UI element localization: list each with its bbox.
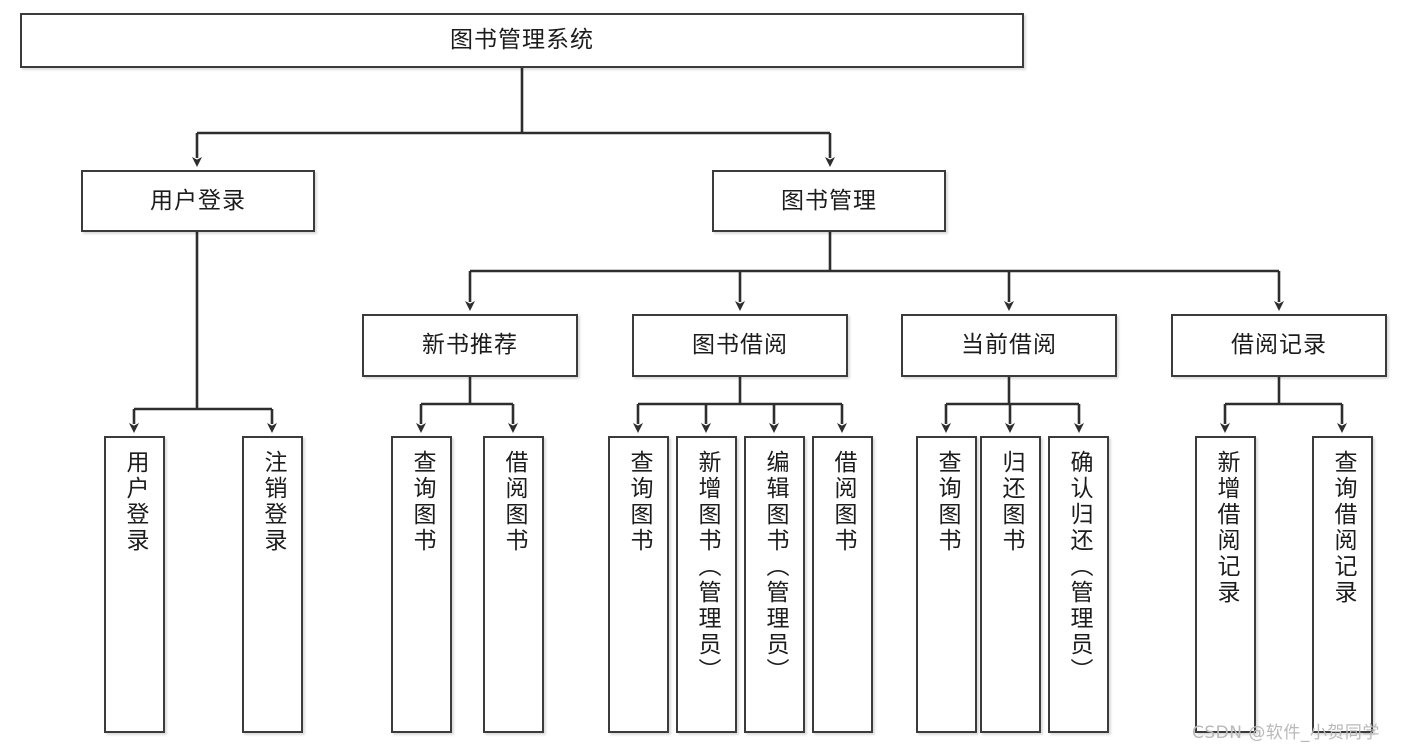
node-leaf-return-book[interactable]: 归还图书 xyxy=(980,436,1041,733)
node-label: 图书管理 xyxy=(781,187,877,214)
node-borrow-record[interactable]: 借阅记录 xyxy=(1171,314,1387,377)
node-label: 查询图书 xyxy=(626,450,652,554)
node-leaf-query-borrow-record[interactable]: 查询借阅记录 xyxy=(1312,436,1373,733)
node-current-borrow[interactable]: 当前借阅 xyxy=(901,314,1117,377)
node-book-management[interactable]: 图书管理 xyxy=(712,170,946,232)
node-label: 注销登录 xyxy=(260,450,286,554)
node-label: 查询借阅记录 xyxy=(1330,450,1356,606)
node-label: 当前借阅 xyxy=(961,332,1057,359)
node-label: 用户登录 xyxy=(122,450,148,554)
node-leaf-query-book-current[interactable]: 查询图书 xyxy=(916,436,977,733)
node-label: 借阅记录 xyxy=(1231,332,1327,359)
node-leaf-confirm-return[interactable]: 确认归还（管理员） xyxy=(1048,436,1109,733)
node-leaf-add-borrow-record[interactable]: 新增借阅记录 xyxy=(1195,436,1256,733)
node-label: 编辑图书（管理员） xyxy=(762,450,788,684)
node-user-login[interactable]: 用户登录 xyxy=(81,170,315,232)
node-leaf-query-book-borrow[interactable]: 查询图书 xyxy=(608,436,669,733)
csdn-watermark: CSDN @软件_小贺同学 xyxy=(1192,723,1380,743)
node-leaf-borrow-book-recommend[interactable]: 借阅图书 xyxy=(483,436,544,733)
node-leaf-user-login[interactable]: 用户登录 xyxy=(104,436,165,733)
node-label: 用户登录 xyxy=(150,187,246,214)
node-label: 新书推荐 xyxy=(422,332,518,359)
node-leaf-borrow-book[interactable]: 借阅图书 xyxy=(812,436,873,733)
node-label: 图书借阅 xyxy=(692,332,788,359)
node-leaf-add-book[interactable]: 新增图书（管理员） xyxy=(676,436,737,733)
node-label: 借阅图书 xyxy=(830,450,856,554)
node-leaf-logout-login[interactable]: 注销登录 xyxy=(242,436,303,733)
node-leaf-query-book-recommend[interactable]: 查询图书 xyxy=(391,436,452,733)
node-label: 查询图书 xyxy=(409,450,435,554)
node-label: 确认归还（管理员） xyxy=(1066,450,1092,684)
node-label: 图书管理系统 xyxy=(450,27,594,54)
node-book-borrow[interactable]: 图书借阅 xyxy=(632,314,848,377)
node-new-book-recommend[interactable]: 新书推荐 xyxy=(362,314,578,377)
node-label: 新增借阅记录 xyxy=(1213,450,1239,606)
node-root-book-management-system[interactable]: 图书管理系统 xyxy=(20,13,1024,68)
node-leaf-edit-book[interactable]: 编辑图书（管理员） xyxy=(744,436,805,733)
node-label: 查询图书 xyxy=(934,450,960,554)
node-label: 借阅图书 xyxy=(501,450,527,554)
node-label: 新增图书（管理员） xyxy=(694,450,720,684)
node-label: 归还图书 xyxy=(998,450,1024,554)
